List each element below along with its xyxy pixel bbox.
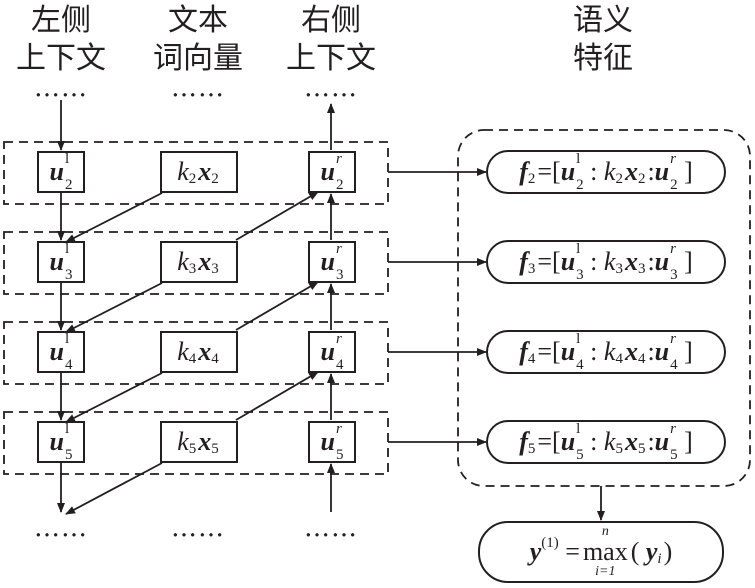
header-right-line1: 右侧 <box>301 3 361 38</box>
header-semantic-feature: 语义 特征 <box>544 2 662 78</box>
word-to-left-arrow <box>65 192 163 243</box>
header-middle-line2: 词向量 <box>153 41 243 76</box>
header-semantic-line1: 语义 <box>573 3 633 38</box>
row-group-frame <box>3 411 389 475</box>
semantic-feature-frame <box>457 129 751 487</box>
header-semantic-line2: 特征 <box>573 41 633 76</box>
header-right-line2: 上下文 <box>286 41 376 76</box>
header-word-vector: 文本 词向量 <box>139 2 257 78</box>
word-to-left-arrow <box>65 372 163 423</box>
ellipsis-top-left: …… <box>34 73 88 103</box>
header-middle-line1: 文本 <box>168 3 228 38</box>
ellipsis-bottom-right: …… <box>304 513 358 543</box>
ellipsis-bottom-middle: …… <box>171 513 225 543</box>
word-to-left-arrow <box>65 282 163 333</box>
word-to-right-arrow <box>235 191 319 241</box>
ellipsis-top-right: …… <box>304 73 358 103</box>
header-right-context: 右侧 上下文 <box>272 2 390 78</box>
header-left-line2: 上下文 <box>16 41 106 76</box>
word-to-right-arrow <box>235 371 319 421</box>
row-group-frame <box>3 321 389 385</box>
header-left-context: 左侧 上下文 <box>2 2 120 78</box>
row-group-frame <box>3 141 389 205</box>
ellipsis-top-middle: …… <box>171 73 225 103</box>
word-to-left-arrow <box>65 462 163 515</box>
ellipsis-bottom-left: …… <box>34 513 88 543</box>
row-group-frame <box>3 231 389 295</box>
header-left-line1: 左侧 <box>31 3 91 38</box>
max-operator: n max i=1 <box>582 524 628 579</box>
word-to-right-arrow <box>235 281 319 331</box>
